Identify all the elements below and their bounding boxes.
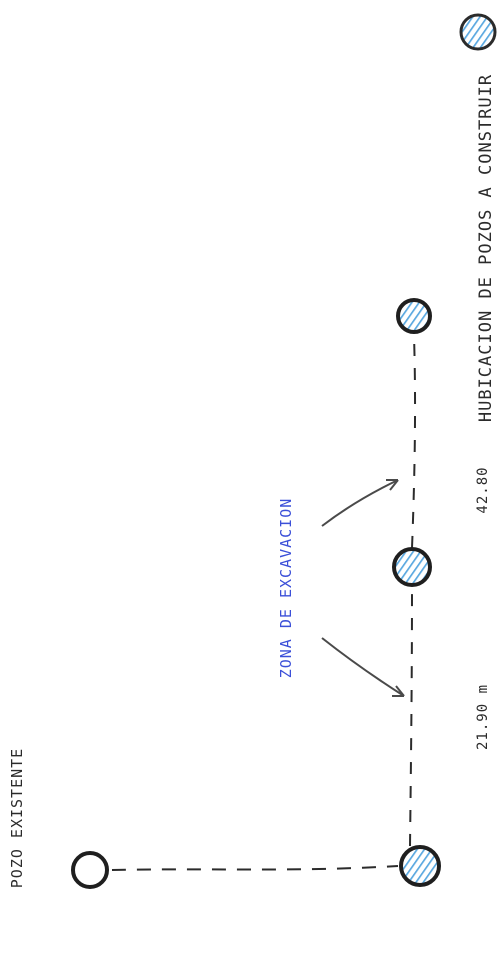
- distance-label-2: 42.80: [475, 466, 491, 513]
- distance-label-1: 21.90 m: [475, 684, 491, 750]
- excavation-zone-label: ZONA DE EXCAVACION: [277, 498, 295, 679]
- title-label: HUBICACION DE POZOS A CONSTRUIR: [476, 74, 496, 422]
- excavation-arrow-upper: [321, 479, 399, 527]
- existing-well-icon: [71, 851, 109, 889]
- connection-line-main: [409, 335, 417, 847]
- existing-well-label: POZO EXISTENTE: [8, 748, 26, 888]
- legend-well-symbol: [459, 13, 497, 51]
- connection-line-existing: [111, 865, 399, 871]
- new-well-middle-icon: [392, 547, 432, 587]
- new-well-top-icon: [396, 298, 432, 334]
- excavation-arrow-lower: [321, 637, 405, 697]
- new-well-bottom-icon: [399, 845, 441, 887]
